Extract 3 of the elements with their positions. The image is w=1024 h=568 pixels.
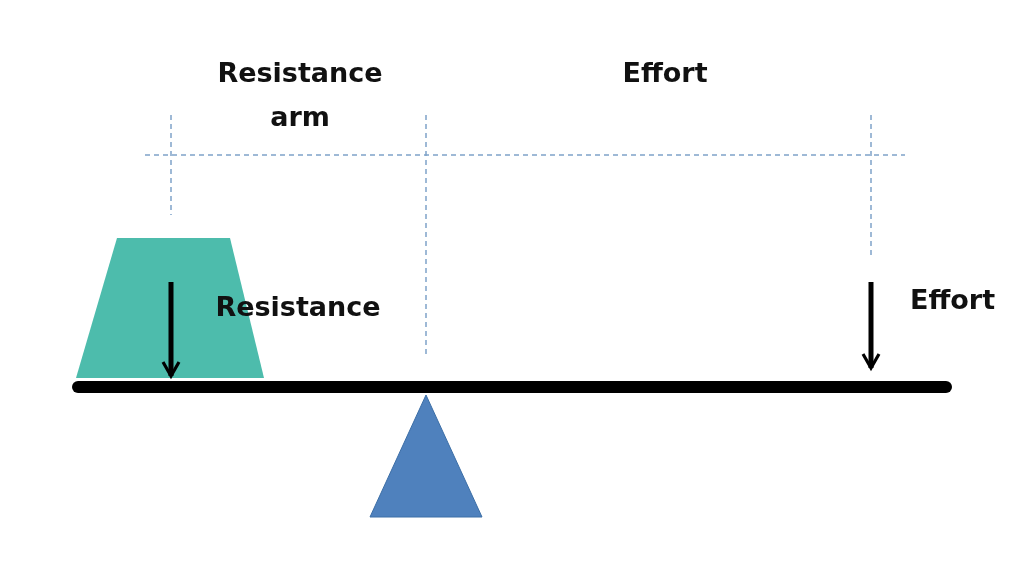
arm-label: Effort — [621, 56, 709, 90]
arm-label: Resistance arm — [216, 56, 384, 134]
force-label: Effort — [908, 283, 997, 317]
